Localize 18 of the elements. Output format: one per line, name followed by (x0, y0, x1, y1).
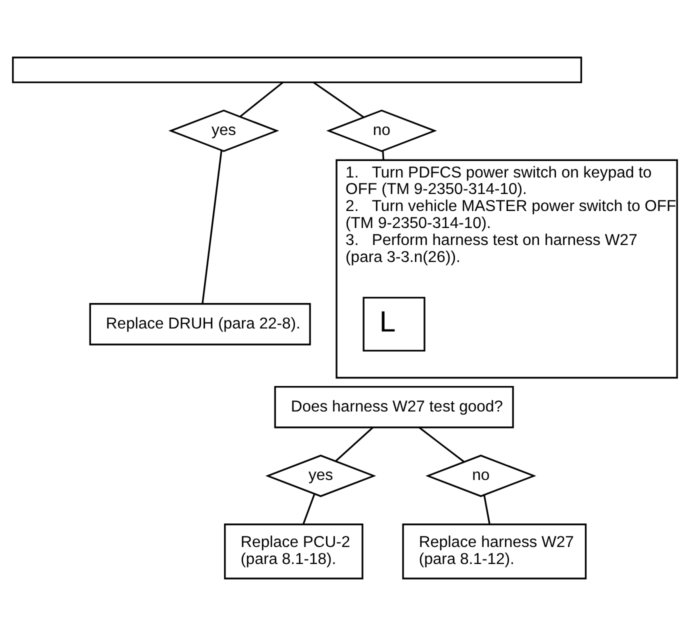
connector (302, 493, 316, 524)
connector (202, 150, 222, 304)
node-diamond: yes (265, 454, 376, 497)
node-box: L (362, 296, 426, 352)
connector (382, 150, 384, 160)
connector (483, 494, 490, 524)
connector (240, 81, 284, 117)
node-box (12, 56, 582, 83)
connector (418, 426, 465, 462)
node-diamond: no (326, 109, 437, 152)
node-diamond: no (426, 454, 536, 497)
connector (335, 426, 374, 462)
node-box: Replace harness W27 (para 8.1-12). (402, 523, 587, 579)
node-box: Does harness W27 test good? (274, 385, 514, 428)
node-diamond: yes (168, 109, 280, 152)
node-box: Replace PCU-2 (para 8.1-18). (224, 523, 364, 579)
connector (312, 81, 364, 118)
node-box: Replace DRUH (para 22-8). (89, 302, 311, 345)
